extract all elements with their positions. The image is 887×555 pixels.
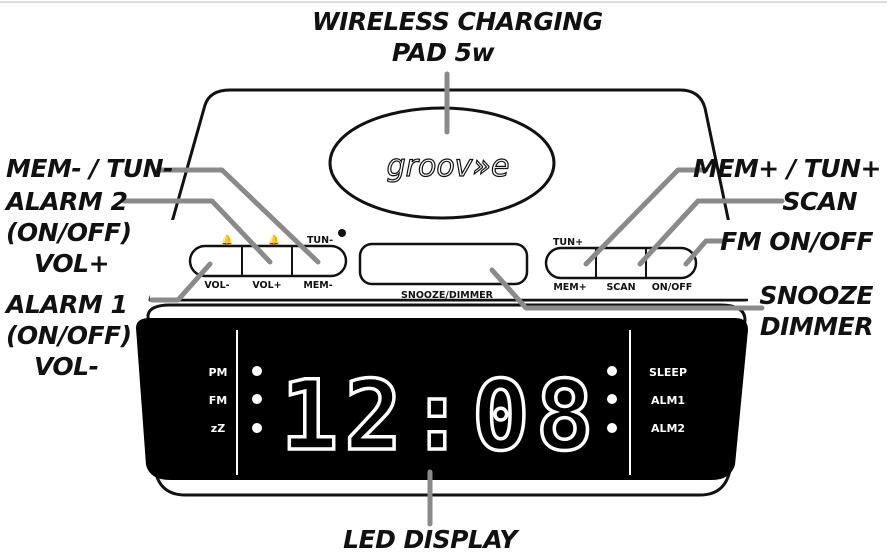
callout-line: SNOOZE: [759, 281, 873, 310]
right-button-housing: [544, 246, 698, 280]
snooze-dimmer-button[interactable]: [358, 242, 529, 286]
vol-minus-label: VOL-: [204, 280, 229, 291]
mem-minus-label: MEM-: [303, 280, 332, 291]
leader-mem-minus: [155, 167, 321, 265]
callout-line: VOL-: [34, 352, 99, 381]
vol-plus-label: VOL+: [252, 280, 281, 291]
leader-lines: [121, 71, 785, 527]
callout-mem-minus-tun-minus: MEM- / TUN-: [6, 153, 173, 184]
snooze-dimmer-label: SNOOZE/DIMMER: [401, 290, 494, 301]
callout-line: LED DISPLAY: [343, 525, 517, 554]
leader-snooze: [489, 267, 765, 311]
alarm1-bell-icon: 🔔: [221, 234, 233, 246]
led-display-panel: [136, 318, 748, 480]
alm2-dot-icon: [607, 423, 617, 433]
leader-mem-plus: [583, 167, 709, 267]
callout-alarm1: ALARM 1 (ON/OFF) VOL-: [6, 289, 132, 382]
callout-fm-on-off: FM ON/OFF: [720, 226, 873, 257]
indicator-snooze: zZ: [211, 422, 225, 435]
on-off-label: ON/OFF: [652, 282, 693, 293]
indicator-fm: FM: [209, 394, 227, 407]
indicator-alm2: ALM2: [651, 422, 685, 435]
callout-line: ALARM 2: [6, 187, 128, 216]
leader-alarm2: [121, 198, 273, 265]
scan-label: SCAN: [606, 282, 635, 293]
indicator-alm1: ALM1: [651, 394, 685, 407]
brand-logo: groov»e: [387, 149, 510, 184]
callout-line: (ON/OFF): [6, 321, 132, 350]
callout-snooze-dimmer: SNOOZE DIMMER: [759, 280, 873, 342]
callout-alarm2: ALARM 2 (ON/OFF) VOL+: [6, 186, 132, 279]
callout-mem-plus-tun-plus: MEM+ / TUN+: [692, 153, 882, 184]
indicator-dot-icon: [338, 229, 346, 237]
callout-line: DIMMER: [759, 312, 874, 341]
snooze-dot-icon: [252, 423, 262, 433]
callout-line: FM ON/OFF: [720, 227, 873, 256]
callout-led-display: LED DISPLAY: [340, 524, 520, 555]
callout-line: WIRELESS CHARGING: [312, 7, 603, 36]
leader-fm: [683, 238, 725, 267]
tun-minus-label: TUN-: [307, 235, 333, 246]
alarm1-vol-minus-button[interactable]: [192, 248, 242, 274]
alarm2-bell-icon: 🔔: [268, 234, 280, 246]
callout-line: SCAN: [782, 187, 857, 216]
callout-line: PAD 5w: [391, 38, 495, 67]
mem-plus-label: MEM+: [553, 282, 586, 293]
wireless-charging-pad: [328, 106, 556, 220]
indicator-sleep: SLEEP: [649, 366, 687, 379]
leader-alarm1: [149, 261, 213, 303]
callout-wireless-charging: WIRELESS CHARGING PAD 5w: [312, 6, 603, 68]
right-button-group: TUN+ MEM+ SCAN ON/OFF: [544, 237, 698, 293]
callout-scan: SCAN: [782, 186, 857, 217]
callout-line: MEM+ / TUN+: [692, 154, 882, 183]
alm1-dot-icon: [607, 394, 617, 404]
leader-scan: [637, 198, 785, 267]
callout-line: MEM- / TUN-: [6, 154, 173, 183]
callout-line: ALARM 1: [6, 290, 128, 319]
fm-dot-icon: [252, 394, 262, 404]
callout-line: (ON/OFF): [6, 218, 132, 247]
pm-dot-icon: [252, 366, 262, 376]
callout-line: VOL+: [34, 249, 110, 278]
indicator-pm: PM: [208, 366, 227, 379]
tun-plus-label: TUN+: [553, 237, 583, 248]
sleep-dot-icon: [607, 366, 617, 376]
led-time: 12:08: [281, 360, 600, 472]
